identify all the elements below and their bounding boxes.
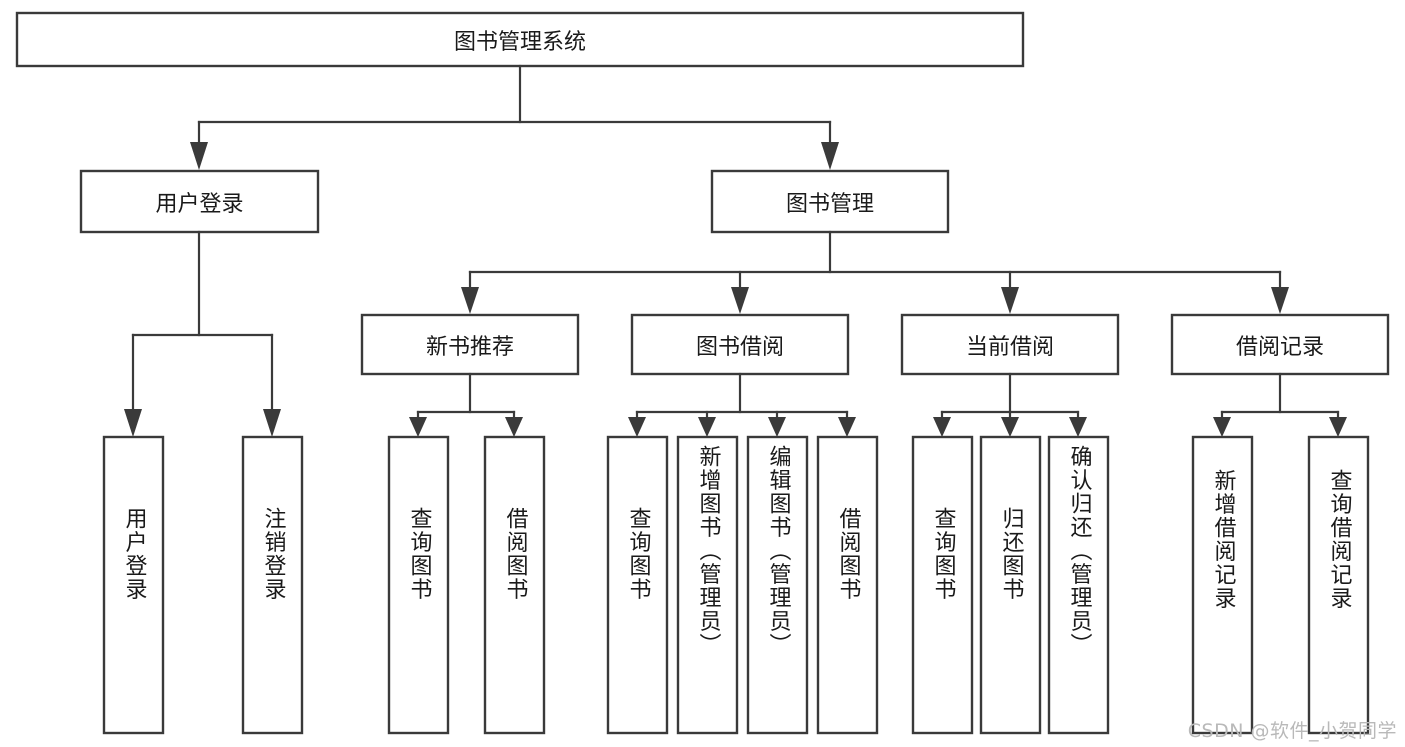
leaf-add-book-admin[interactable] (676, 435, 739, 735)
node-book-management[interactable] (710, 169, 950, 234)
arrowhead-bookmgmt (821, 142, 839, 170)
arrowhead-newbook-leaf2 (505, 417, 523, 437)
node-current-borrow[interactable] (900, 313, 1120, 376)
arrowhead-record-leaf2 (1329, 417, 1347, 437)
arrowhead-borrow-leaf3 (768, 417, 786, 437)
arrowhead-borrow-leaf1 (628, 417, 646, 437)
leaf-return-book[interactable] (979, 435, 1042, 735)
leaf-query-book-recommend[interactable] (387, 435, 450, 735)
leaf-add-borrow-record[interactable] (1191, 435, 1254, 735)
leaf-query-book-borrow[interactable] (606, 435, 669, 735)
leaf-borrow-book[interactable] (816, 435, 879, 735)
node-user-login[interactable] (79, 169, 320, 234)
arrowhead-leaf-logout (263, 409, 281, 437)
arrowhead-newbook (461, 287, 479, 314)
arrowhead-borrow (731, 287, 749, 314)
arrowhead-borrow-leaf4 (838, 417, 856, 437)
arrowhead-borrow-leaf2 (698, 417, 716, 437)
arrowhead-current-leaf2 (1001, 417, 1019, 437)
node-new-book-recommend[interactable] (360, 313, 580, 376)
arrowhead-current (1001, 287, 1019, 314)
leaf-confirm-return-admin[interactable] (1047, 435, 1110, 735)
node-root-system[interactable] (15, 11, 1025, 68)
arrowhead-newbook-leaf1 (409, 417, 427, 437)
arrowhead-userlogin (190, 142, 208, 170)
arrowhead-record (1271, 287, 1289, 314)
arrowhead-current-leaf3 (1069, 417, 1087, 437)
leaf-user-login[interactable] (102, 435, 165, 735)
leaf-query-borrow-record[interactable] (1307, 435, 1370, 735)
arrowhead-current-leaf1 (933, 417, 951, 437)
node-book-borrow[interactable] (630, 313, 850, 376)
arrowhead-record-leaf1 (1213, 417, 1231, 437)
leaf-borrow-book-recommend[interactable] (483, 435, 546, 735)
leaf-query-book-current[interactable] (911, 435, 974, 735)
leaf-logout[interactable] (241, 435, 304, 735)
leaf-edit-book-admin[interactable] (746, 435, 809, 735)
node-borrow-record[interactable] (1170, 313, 1390, 376)
arrowhead-leaf-user-login (124, 409, 142, 437)
